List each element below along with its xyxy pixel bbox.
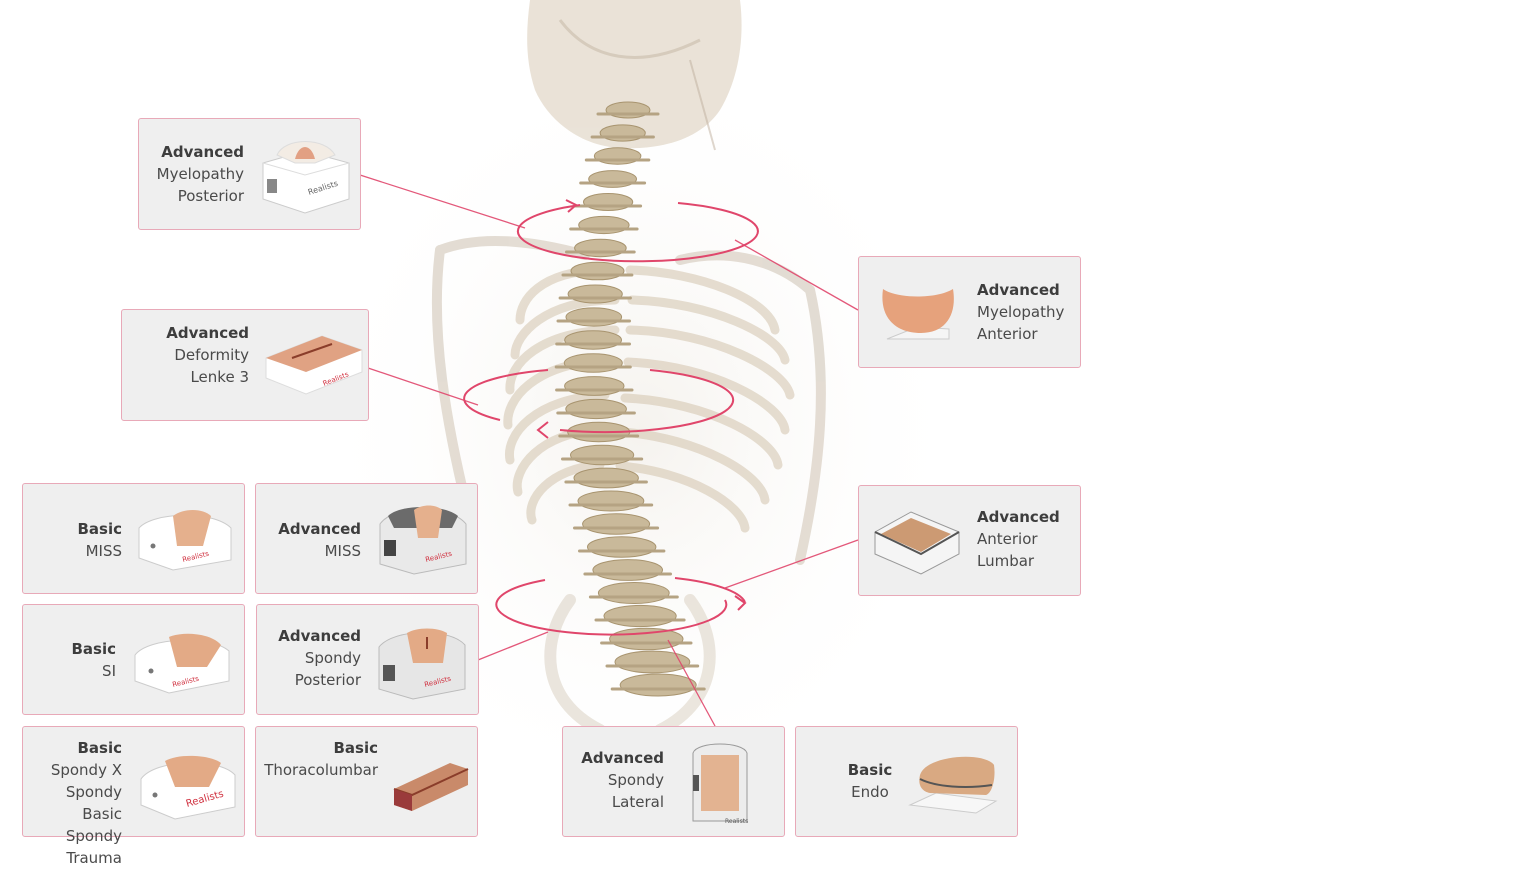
brand-label: Realists: [725, 818, 748, 825]
card-basic-si[interactable]: Basic SI Realists: [22, 604, 245, 715]
simulator-thumbnail: Realists: [378, 628, 466, 700]
card-line: MISS: [85, 542, 122, 560]
card-basic-spondy[interactable]: Basic Spondy X Spondy Basic Spondy Traum…: [22, 726, 245, 867]
rotation-ring-lumbar: [495, 577, 747, 636]
rotation-ring-cervical: [516, 199, 759, 263]
card-advanced-miss[interactable]: Advanced MISS Realists: [255, 483, 478, 594]
pelvis: [544, 594, 716, 736]
simulator-thumbnail: Realists: [265, 335, 363, 395]
card-tier: Advanced: [278, 627, 361, 645]
simulator-thumbnail: Realists: [692, 743, 748, 825]
card-line: Posterior: [294, 671, 361, 689]
card-tier: Basic: [77, 520, 122, 538]
card-tier: Basic: [71, 640, 116, 658]
card-tier: Advanced: [581, 749, 664, 767]
connector-anterior-lumbar: [724, 539, 859, 589]
card-line: Spondy Basic: [65, 783, 122, 823]
card-line: Posterior: [177, 187, 244, 205]
card-line: Lumbar: [977, 552, 1035, 570]
card-basic-miss[interactable]: Basic MISS Realists: [22, 483, 245, 594]
simulator-thumbnail: [908, 756, 998, 814]
card-line: Deformity: [174, 346, 249, 364]
simulator-thumbnail: Realists: [379, 505, 467, 575]
card-tier: Advanced: [977, 281, 1060, 299]
card-line: Lenke 3: [190, 368, 249, 386]
card-line: Myelopathy: [977, 303, 1065, 321]
card-tier: Basic: [333, 739, 378, 757]
simulator-thumbnail: [393, 763, 469, 811]
card-advanced-myelopathy-posterior[interactable]: Advanced Myelopathy Posterior Realists: [138, 118, 361, 230]
card-advanced-spondy-posterior[interactable]: Advanced Spondy Posterior Realists: [256, 604, 479, 715]
card-advanced-deformity[interactable]: Advanced Deformity Lenke 3 Realists: [121, 309, 369, 421]
card-line: Myelopathy: [156, 165, 244, 183]
card-line: SI: [102, 662, 116, 680]
card-line: Spondy Trauma: [65, 827, 122, 867]
simulator-thumbnail: Realists: [140, 755, 236, 820]
card-tier: Advanced: [161, 143, 244, 161]
connector-spondy-lateral: [667, 639, 716, 727]
simulator-thumbnail: Realists: [134, 633, 230, 694]
card-line: Spondy: [304, 649, 361, 667]
card-advanced-myelopathy-anterior[interactable]: Advanced Myelopathy Anterior: [858, 256, 1081, 368]
card-line: Anterior: [977, 325, 1038, 343]
card-line: Endo: [851, 783, 889, 801]
connector-myelopathy-posterior: [359, 174, 526, 229]
simulator-thumbnail: Realists: [262, 141, 350, 214]
spine: [554, 101, 706, 697]
skull-icon: [527, 0, 742, 151]
card-advanced-spondy-lateral[interactable]: Advanced Spondy Lateral Realists: [562, 726, 785, 837]
simulator-thumbnail: [882, 289, 954, 340]
card-line: Spondy X: [50, 761, 122, 779]
card-line: Thoracolumbar: [264, 761, 378, 779]
simulator-thumbnail: Realists: [138, 510, 232, 571]
card-basic-endo[interactable]: Basic Endo: [795, 726, 1018, 837]
rotation-ring-thoracic: [463, 369, 735, 439]
card-tier: Advanced: [977, 508, 1060, 526]
card-line: Lateral: [611, 793, 664, 811]
card-advanced-anterior-lumbar[interactable]: Advanced Anterior Lumbar: [858, 485, 1081, 596]
connector-deformity: [367, 367, 479, 406]
card-tier: Basic: [77, 739, 122, 757]
card-line: Spondy: [607, 771, 664, 789]
card-line: Anterior: [977, 530, 1038, 548]
connector-spondy-posterior: [477, 631, 549, 661]
card-tier: Basic: [847, 761, 893, 779]
simulator-thumbnail: [874, 511, 960, 575]
connector-myelopathy-anterior: [734, 239, 859, 311]
card-tier: Advanced: [166, 324, 249, 342]
card-line: MISS: [324, 542, 361, 560]
card-tier: Advanced: [278, 520, 361, 538]
card-basic-thoracolumbar[interactable]: Basic Thoracolumbar: [255, 726, 478, 837]
